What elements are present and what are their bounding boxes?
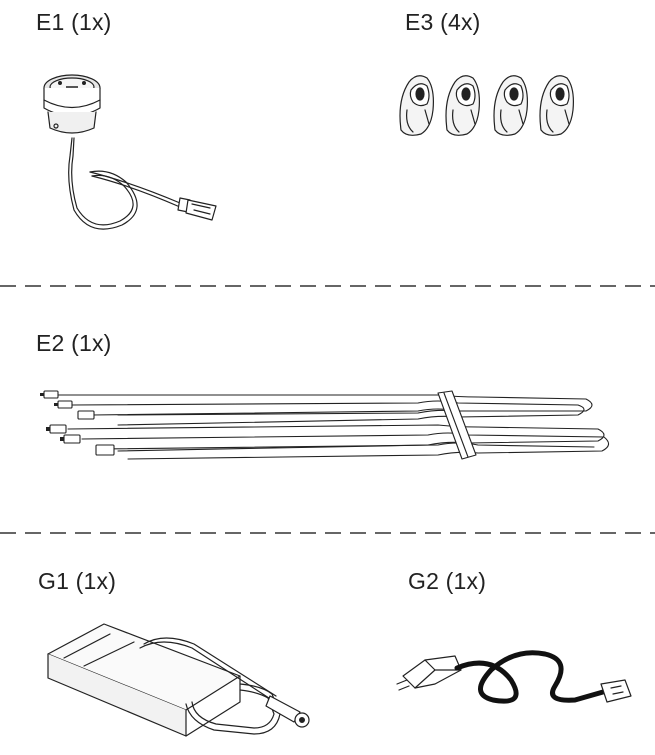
part-label-g2: G2 (1x) bbox=[408, 568, 487, 594]
cable-clip-illustration bbox=[395, 70, 585, 150]
section-divider bbox=[0, 285, 655, 287]
part-label-e3: E3 (4x) bbox=[405, 9, 481, 35]
usb-sensor-puck-illustration bbox=[30, 60, 230, 240]
part-label-e1: E1 (1x) bbox=[36, 9, 112, 35]
power-adapter-illustration bbox=[44, 618, 324, 748]
cable-bundle-illustration bbox=[38, 385, 618, 475]
power-cord-illustration bbox=[395, 640, 640, 720]
part-label-e2: E2 (1x) bbox=[36, 330, 112, 356]
part-label-g1: G1 (1x) bbox=[38, 568, 117, 594]
section-divider bbox=[0, 532, 655, 534]
